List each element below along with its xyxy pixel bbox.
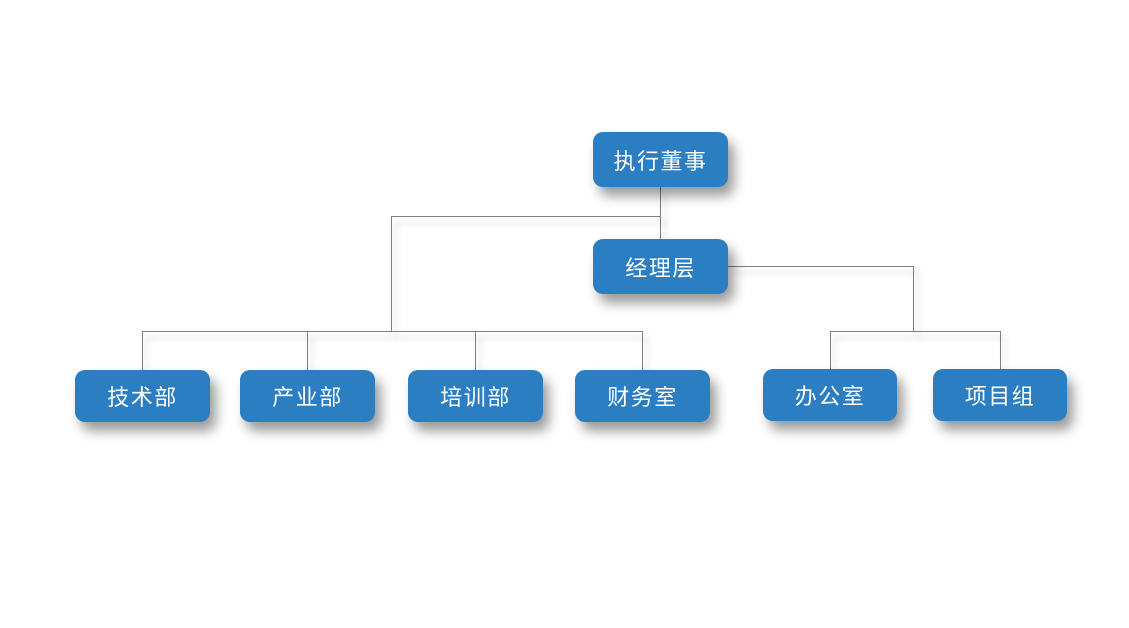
connector-drop-training-dept	[475, 331, 476, 370]
org-node-tech-dept: 技术部	[75, 370, 210, 422]
org-node-executive-director: 执行董事	[593, 132, 728, 187]
connector-drop-finance-office	[642, 331, 643, 370]
connector-drop-tech-dept	[142, 331, 143, 370]
connector-left-branch-vertical	[391, 216, 392, 331]
org-node-office: 办公室	[763, 369, 897, 421]
connector-left-distribution-line	[142, 331, 643, 332]
connector-drop-industry-dept	[307, 331, 308, 370]
connector-right-branch-horizontal	[728, 266, 914, 267]
org-node-industry-dept: 产业部	[240, 370, 375, 422]
connector-right-branch-vertical	[913, 266, 914, 331]
connector-right-distribution-line	[830, 331, 1001, 332]
org-node-finance-office: 财务室	[575, 370, 710, 422]
connector-left-branch-horizontal	[391, 216, 661, 217]
org-node-training-dept: 培训部	[408, 370, 543, 422]
org-node-management: 经理层	[593, 239, 728, 294]
connector-drop-office	[830, 331, 831, 370]
connector-drop-project-team	[1000, 331, 1001, 370]
org-node-project-team: 项目组	[933, 369, 1067, 421]
connector-root-to-management	[660, 187, 661, 239]
